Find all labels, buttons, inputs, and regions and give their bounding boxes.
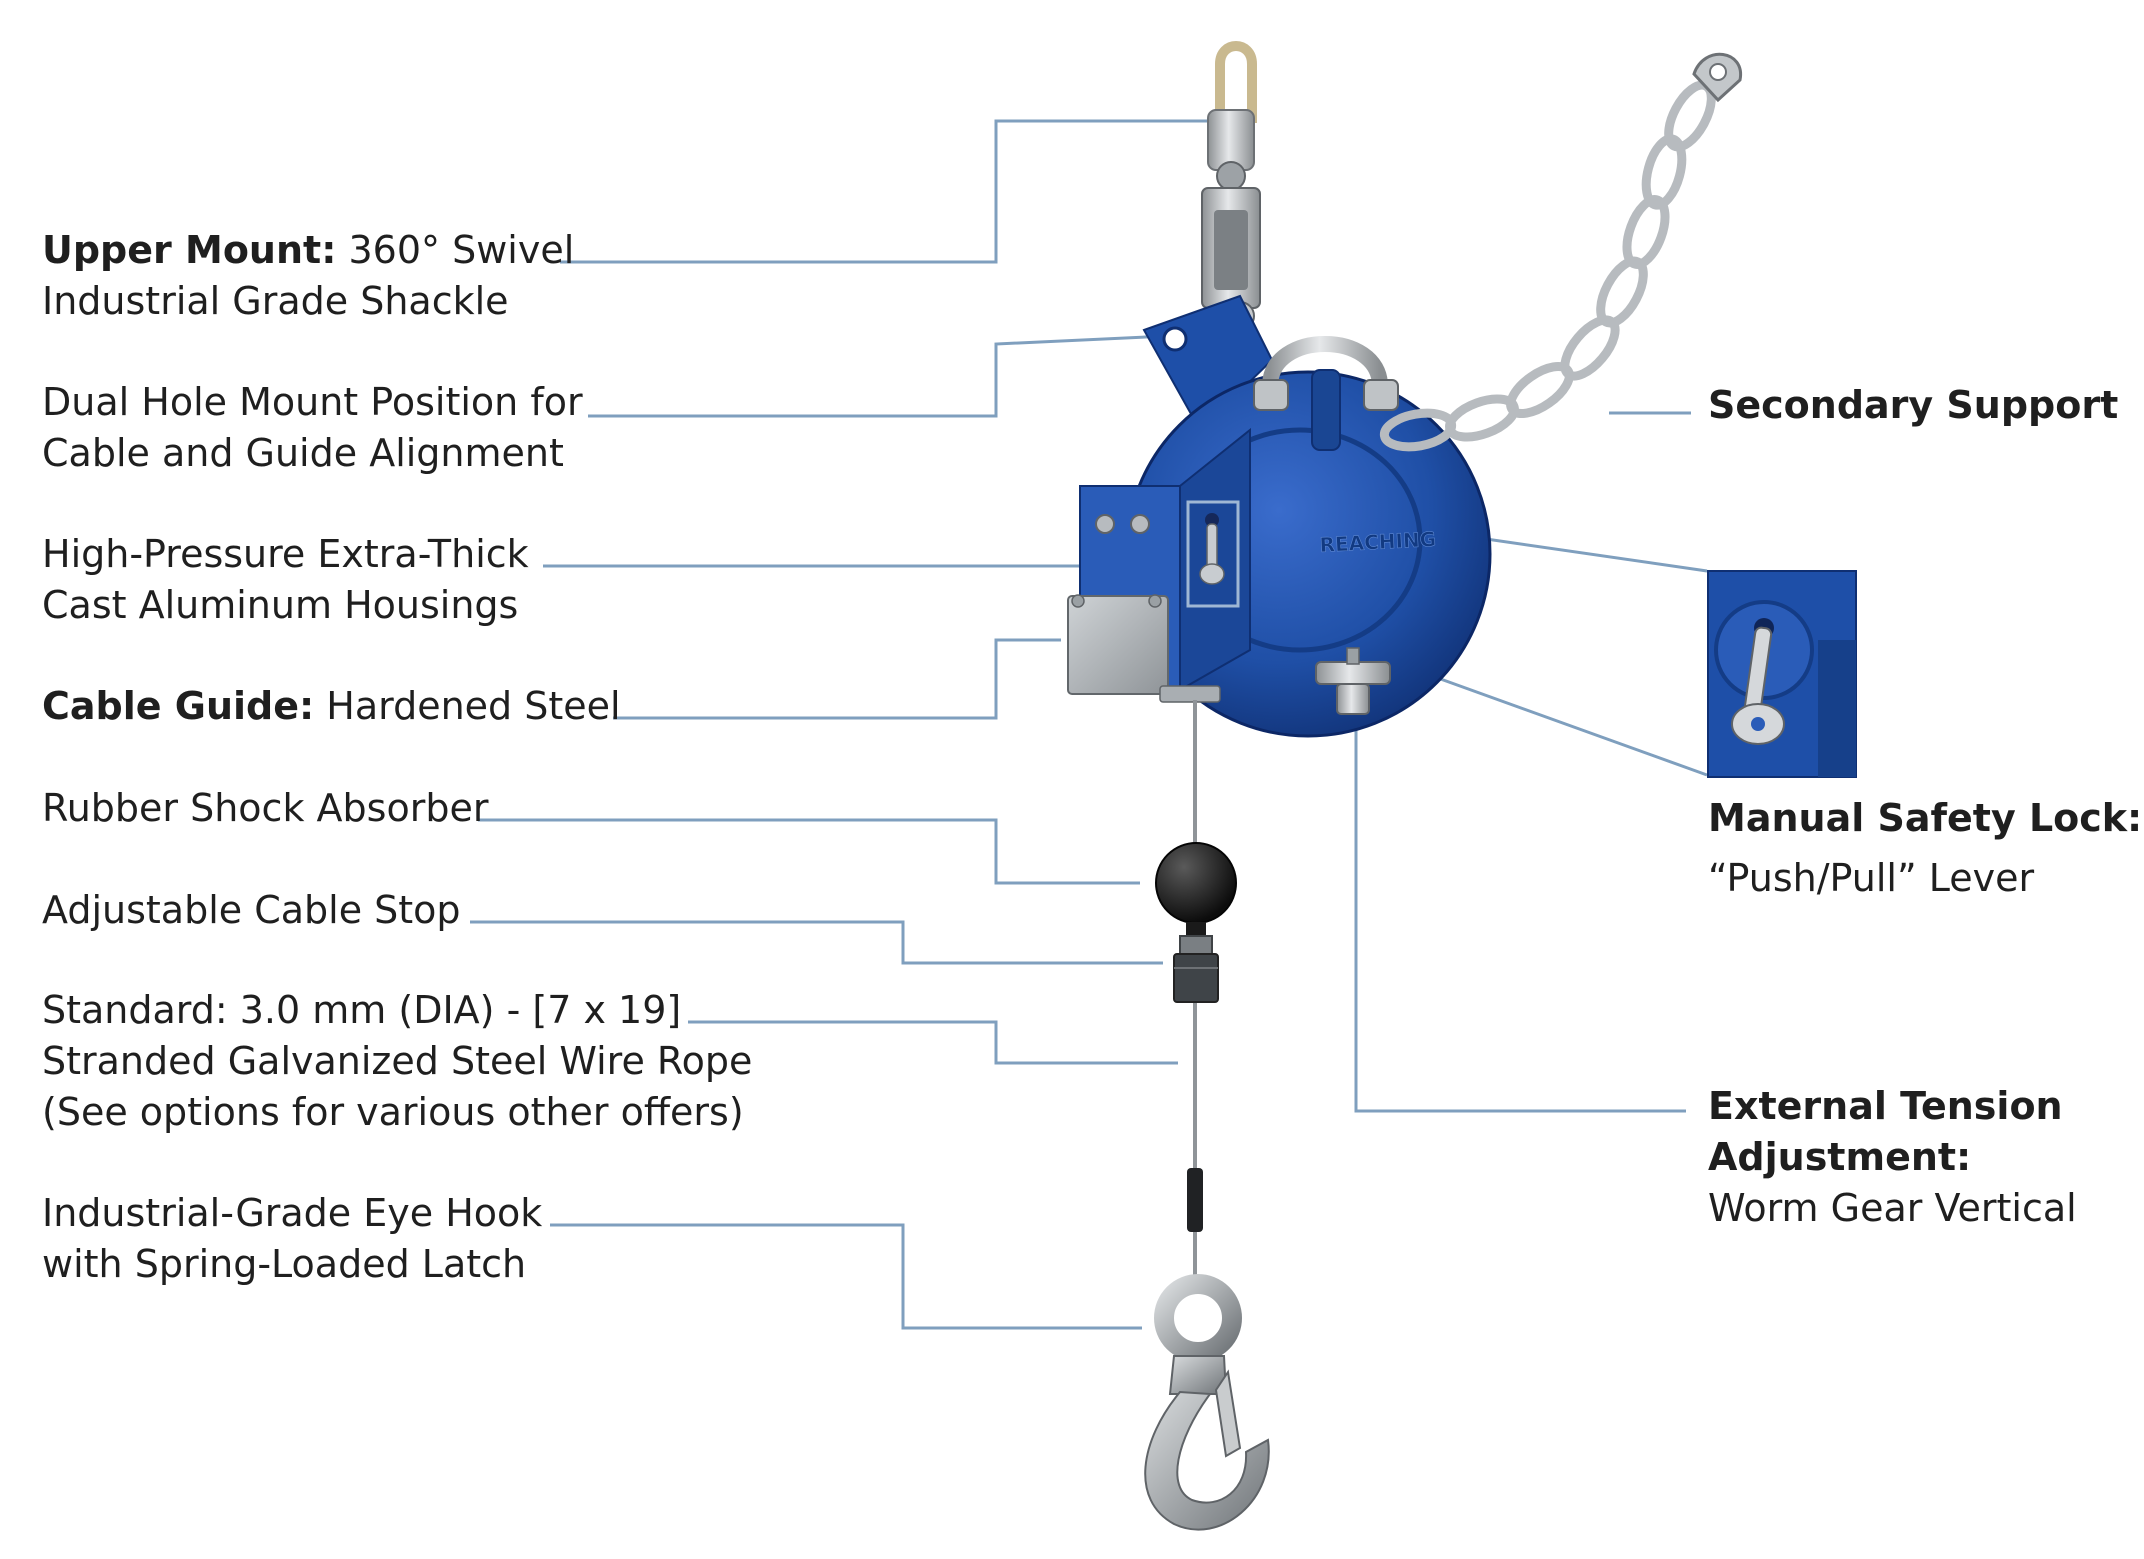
upper-mount-line2: Industrial Grade Shackle bbox=[42, 279, 509, 323]
dual-hole-line1: Dual Hole Mount Position for bbox=[42, 380, 583, 424]
tension-title-1: External Tension bbox=[1708, 1084, 2063, 1128]
safety-lock-highlight bbox=[1186, 500, 1240, 608]
label-dual-hole: Dual Hole Mount Position for Cable and G… bbox=[42, 377, 583, 479]
upper-mount-title: Upper Mount: bbox=[42, 228, 337, 272]
label-wire-rope: Standard: 3.0 mm (DIA) - [7 x 19] Strand… bbox=[42, 985, 752, 1138]
tension-title-2: Adjustment: bbox=[1708, 1135, 1972, 1179]
label-safety-lock: Manual Safety Lock: “Push/Pull” Lever bbox=[1708, 788, 2142, 908]
leader-wire-rope bbox=[688, 1020, 1178, 1065]
cable-ferrule bbox=[1187, 1168, 1203, 1232]
leader-shock-absorber bbox=[478, 818, 1140, 885]
leader-dual-hole bbox=[588, 334, 1169, 418]
tension-adjuster bbox=[1315, 661, 1391, 685]
wire-rope-line3: (See options for various other offers) bbox=[42, 1090, 744, 1134]
housing-line1: High-Pressure Extra-Thick bbox=[42, 532, 529, 576]
eye-hook-line2: with Spring-Loaded Latch bbox=[42, 1242, 527, 1286]
label-secondary-support: Secondary Support bbox=[1708, 380, 2118, 431]
balancer-housing: REACHING bbox=[1067, 294, 1492, 738]
secondary-support-chain bbox=[1253, 52, 1743, 452]
label-housing: High-Pressure Extra-Thick Cast Aluminum … bbox=[42, 529, 529, 631]
leader-eye-hook bbox=[550, 1223, 1142, 1330]
leader-tension bbox=[1354, 728, 1686, 1113]
tension-desc: Worm Gear Vertical bbox=[1708, 1186, 2077, 1230]
eye-hook bbox=[1144, 1274, 1270, 1531]
label-cable-guide: Cable Guide: Hardened Steel bbox=[42, 681, 621, 732]
mount-hole-icon bbox=[1162, 326, 1188, 352]
leader-lines bbox=[470, 119, 1708, 1330]
safety-lock-desc: “Push/Pull” Lever bbox=[1708, 856, 2035, 900]
cable-guide-plate bbox=[1067, 595, 1169, 695]
label-upper-mount: Upper Mount: 360° Swivel Industrial Grad… bbox=[42, 225, 574, 327]
label-eye-hook: Industrial-Grade Eye Hook with Spring-Lo… bbox=[42, 1188, 542, 1290]
safety-lock-inset bbox=[1707, 570, 1857, 778]
wire-rope-line1: Standard: 3.0 mm (DIA) - [7 x 19] bbox=[42, 988, 682, 1032]
label-cable-stop: Adjustable Cable Stop bbox=[42, 885, 461, 936]
eye-hook-line1: Industrial-Grade Eye Hook bbox=[42, 1191, 543, 1235]
leader-upper-mount bbox=[560, 119, 1212, 264]
secondary-support-title: Secondary Support bbox=[1708, 383, 2119, 427]
label-tension: External Tension Adjustment: Worm Gear V… bbox=[1708, 1081, 2077, 1234]
leader-cable-stop bbox=[470, 920, 1163, 965]
cable-stop bbox=[1173, 935, 1219, 1003]
cable-guide-desc: Hardened Steel bbox=[314, 684, 621, 728]
dual-hole-line2: Cable and Guide Alignment bbox=[42, 431, 564, 475]
wire-rope-line2: Stranded Galvanized Steel Wire Rope bbox=[42, 1039, 753, 1083]
upper-mount-desc: 360° Swivel bbox=[336, 228, 575, 272]
safety-lock-title: Manual Safety Lock: bbox=[1708, 796, 2143, 840]
cable-stop-line1: Adjustable Cable Stop bbox=[42, 888, 461, 932]
shock-absorber-ball bbox=[1155, 842, 1237, 924]
leader-cable-guide bbox=[613, 638, 1061, 720]
label-shock-absorber: Rubber Shock Absorber bbox=[42, 783, 488, 834]
housing-logo: REACHING bbox=[1319, 527, 1437, 557]
cable-guide-title: Cable Guide: bbox=[42, 684, 315, 728]
swivel-shackle bbox=[1201, 41, 1261, 331]
housing-line2: Cast Aluminum Housings bbox=[42, 583, 519, 627]
shock-absorber-line1: Rubber Shock Absorber bbox=[42, 786, 489, 830]
